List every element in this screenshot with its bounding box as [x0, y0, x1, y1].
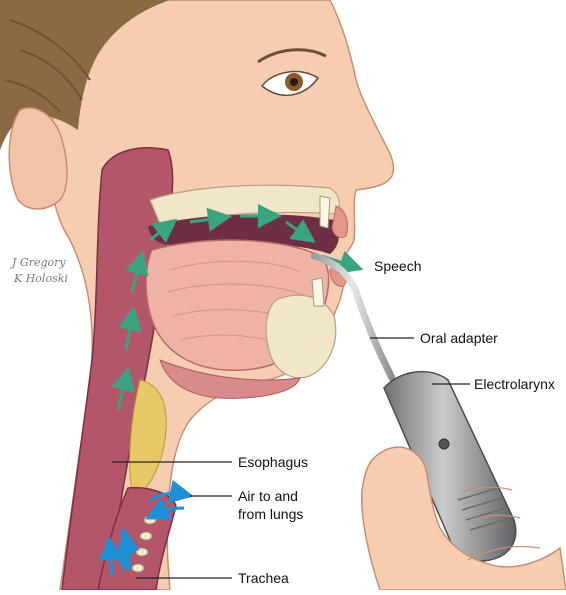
artist-signature-line-2: K Holoski — [14, 272, 68, 285]
label-electrolarynx: Electrolarynx — [474, 376, 555, 393]
pupil — [290, 78, 298, 86]
artist-signature-line-1: J Gregory — [12, 256, 66, 269]
label-air-line-1: Air to and — [238, 488, 298, 505]
label-trachea: Trachea — [238, 570, 289, 587]
mandible — [266, 295, 336, 377]
label-esophagus: Esophagus — [238, 454, 308, 471]
upper-teeth — [320, 196, 330, 228]
label-oral-adapter: Oral adapter — [420, 330, 498, 347]
lower-teeth — [312, 278, 324, 306]
device-button — [439, 439, 449, 449]
label-air-line-2: from lungs — [238, 506, 303, 523]
label-speech: Speech — [374, 258, 421, 275]
